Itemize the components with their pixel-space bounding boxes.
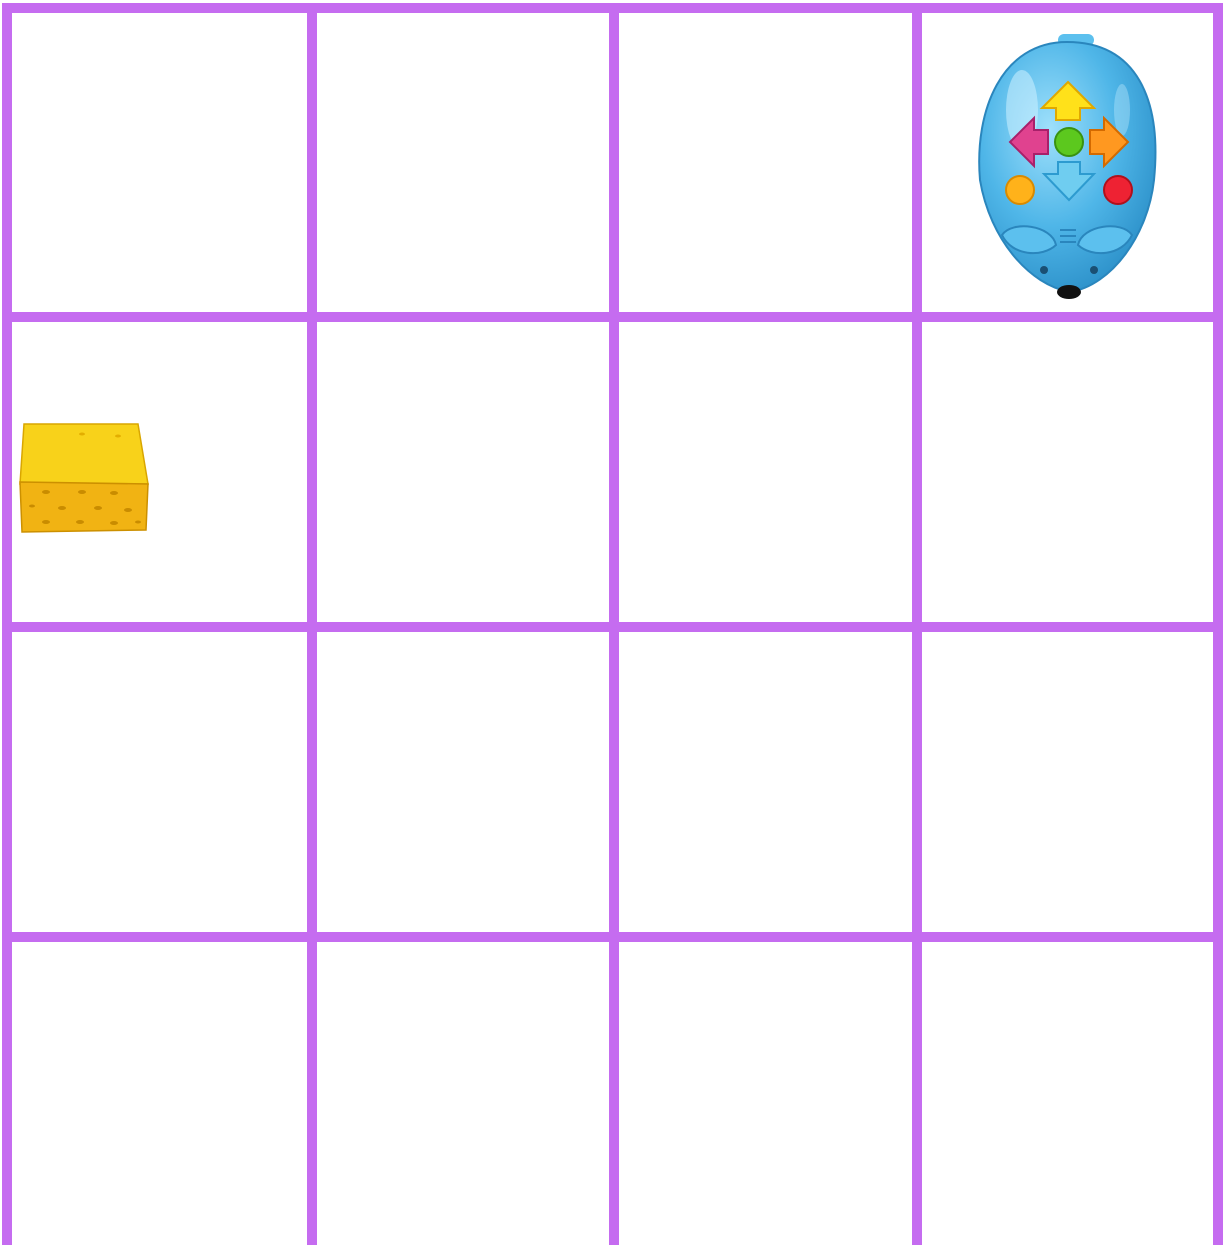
grid-line-h0 [2,3,1223,13]
cheese-icon[interactable] [18,422,152,534]
grid-line-h2 [2,622,1223,632]
grid-line-h1 [2,312,1223,322]
robot-mouse-icon[interactable] [972,30,1162,305]
grid-line-h3 [2,932,1223,942]
